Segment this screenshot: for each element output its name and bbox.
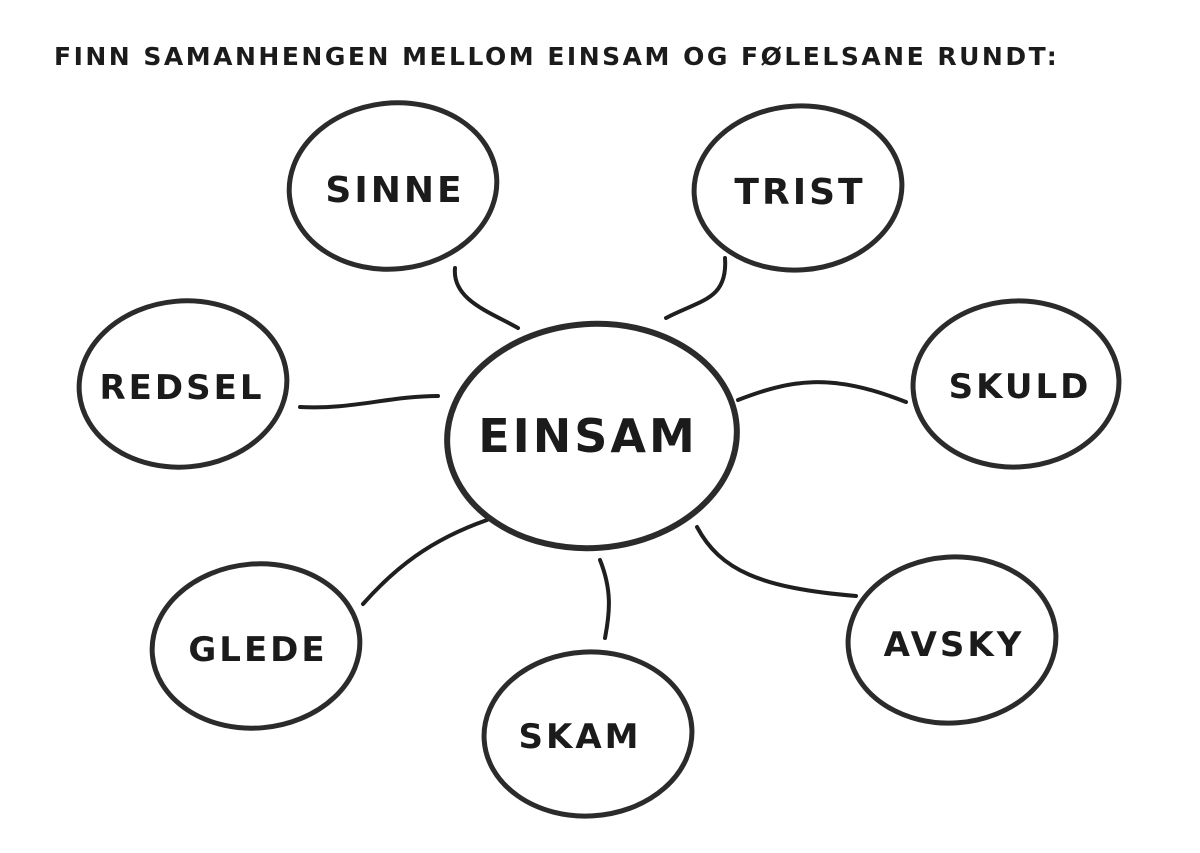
connector-skam	[598, 558, 611, 640]
emotion-bubble-sinne	[286, 100, 500, 272]
emotion-bubble-skuld	[910, 298, 1122, 470]
emotion-node-redsel: REDSEL	[76, 298, 290, 470]
connector-avsky	[695, 525, 858, 598]
emotion-node-glede: GLEDE	[149, 561, 363, 731]
connector-redsel	[298, 394, 440, 410]
emotion-label-avsky: AVSKY	[884, 625, 1025, 665]
emotion-bubble-redsel	[76, 298, 290, 470]
emotion-node-skuld: SKULD	[910, 298, 1122, 470]
emotion-bubble-avsky	[845, 554, 1059, 726]
emotion-node-skam: SKAM	[481, 649, 695, 819]
emotion-label-redsel: REDSEL	[99, 368, 264, 408]
instruction-text: FINN SAMANHENGEN MELLOM EINSAM OG FØLELS…	[54, 42, 1060, 71]
emotion-bubble-trist	[691, 103, 905, 273]
emotion-node-avsky: AVSKY	[845, 554, 1059, 726]
connector-glede	[361, 518, 489, 606]
emotion-node-sinne: SINNE	[286, 100, 500, 272]
center-label: EINSAM	[478, 409, 698, 463]
emotion-bubble-skam	[481, 649, 695, 819]
connectors	[298, 256, 908, 640]
connector-skuld	[736, 380, 908, 404]
emotion-node-trist: TRIST	[691, 103, 905, 273]
emotion-label-trist: TRIST	[734, 172, 865, 213]
emotion-label-skuld: SKULD	[949, 367, 1092, 407]
connector-trist	[664, 256, 728, 320]
emotion-bubble-glede	[149, 561, 363, 731]
emotion-label-glede: GLEDE	[188, 630, 327, 670]
emotion-label-skam: SKAM	[519, 717, 642, 757]
connector-sinne	[452, 266, 520, 330]
emotion-label-sinne: SINNE	[325, 170, 464, 211]
center-node: EINSAM	[444, 320, 740, 552]
center-bubble	[444, 320, 740, 552]
